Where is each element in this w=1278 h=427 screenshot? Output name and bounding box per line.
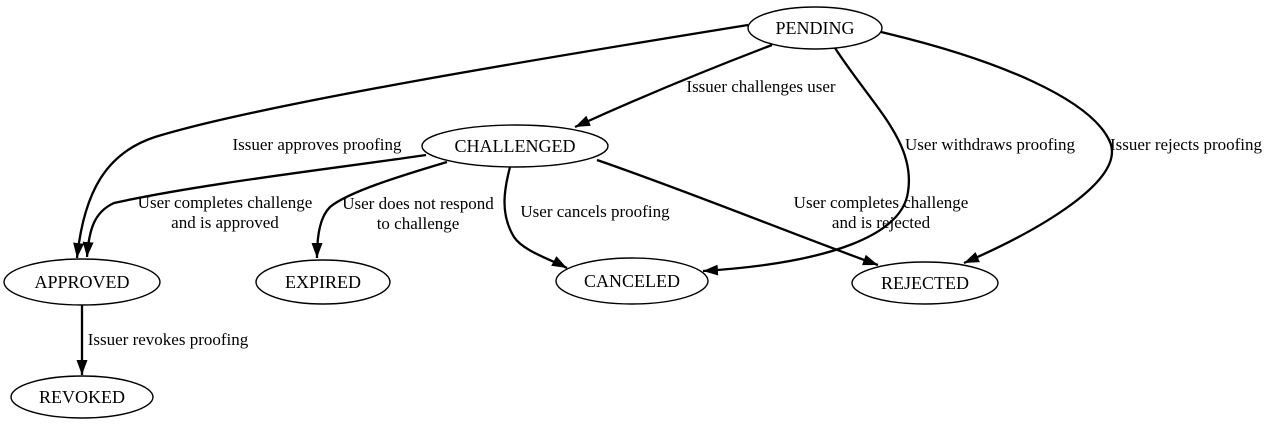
edge-path [702, 47, 911, 276]
edge-label-line: Issuer challenges user [686, 77, 836, 96]
node-ellipse [3, 258, 161, 306]
edge-label-line: and is approved [171, 213, 279, 232]
edge-challenged-to-canceled: User cancels proofing [503, 166, 670, 270]
edge-label-line: User withdraws proofing [905, 135, 1075, 154]
edge-pending-to-challenged: Issuer challenges user [574, 43, 836, 129]
edge-label: Issuer approves proofing [232, 135, 402, 154]
state-node-revoked: REVOKED [10, 375, 154, 419]
node-label: EXPIRED [285, 272, 361, 292]
node-label: REJECTED [881, 273, 969, 293]
state-node-expired: EXPIRED [255, 259, 391, 305]
edge-label-line: Issuer rejects proofing [1110, 135, 1263, 154]
edge-path [73, 23, 749, 259]
node-ellipse [851, 261, 999, 305]
edge-label: Issuer revokes proofing [88, 330, 249, 349]
edge-path [503, 166, 568, 270]
edge-label-line: Issuer revokes proofing [88, 330, 249, 349]
edge-label: User cancels proofing [520, 202, 670, 221]
edge-pending-to-approved: Issuer approves proofing [73, 23, 749, 259]
edge-label-line: User completes challenge [138, 193, 313, 212]
node-label: REVOKED [39, 387, 125, 407]
node-ellipse [747, 6, 883, 50]
edge-label-line: User completes challenge [794, 193, 969, 212]
edge-label-line: User does not respond [342, 194, 494, 213]
state-node-pending: PENDING [747, 6, 883, 50]
edge-path [574, 43, 773, 129]
node-ellipse [555, 257, 709, 305]
node-ellipse [255, 259, 391, 305]
node-label: PENDING [776, 18, 855, 38]
node-ellipse [421, 124, 609, 168]
edge-pending-to-canceled: User withdraws proofing [702, 47, 1075, 276]
edge-label-line: to challenge [377, 214, 460, 233]
edge-label: User withdraws proofing [905, 135, 1075, 154]
state-node-canceled: CANCELED [555, 257, 709, 305]
edge-path [880, 30, 1114, 265]
edge-path [311, 160, 448, 259]
edge-path [82, 153, 427, 258]
node-label: APPROVED [34, 272, 129, 292]
edge-pending-to-rejected: Issuer rejects proofing [880, 30, 1263, 265]
state-node-rejected: REJECTED [851, 261, 999, 305]
edge-label-line: Issuer approves proofing [232, 135, 402, 154]
state-node-challenged: CHALLENGED [421, 124, 609, 168]
edge-label: Issuer rejects proofing [1110, 135, 1263, 154]
edge-label-line: User cancels proofing [520, 202, 670, 221]
node-ellipse [10, 375, 154, 419]
node-label: CHALLENGED [455, 136, 576, 156]
edge-approved-to-revoked: Issuer revokes proofing [76, 305, 249, 375]
edge-label-line: and is rejected [832, 213, 931, 232]
state-node-approved: APPROVED [3, 258, 161, 306]
edge-path [596, 158, 879, 267]
edge-label: Issuer challenges user [686, 77, 836, 96]
node-label: CANCELED [584, 271, 680, 291]
